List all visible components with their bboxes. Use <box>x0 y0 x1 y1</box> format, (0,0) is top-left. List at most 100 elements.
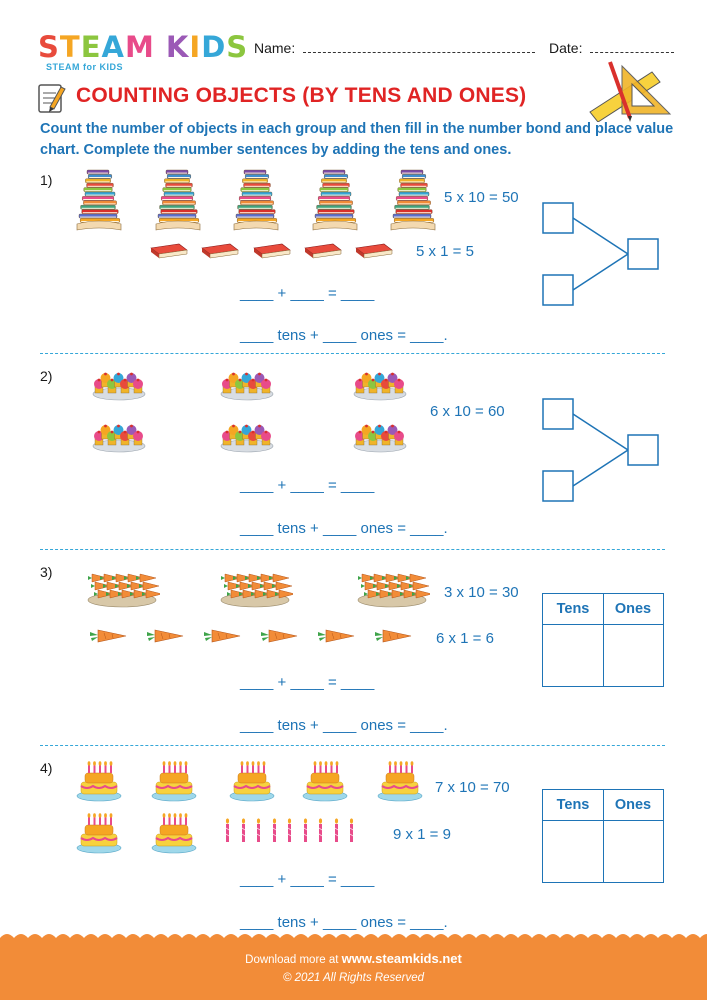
carrot-pile-icon <box>357 573 430 608</box>
book-icon <box>355 243 393 259</box>
birthday-cake-icon <box>377 761 423 802</box>
tens-equation: 3 x 10 = 30 <box>444 584 519 601</box>
book-stack-icon <box>155 169 201 231</box>
sum-line[interactable]: ____ + ____ = ____ <box>240 477 375 494</box>
birthday-cake-icon <box>229 761 275 802</box>
worksheet-title: COUNTING OBJECTS (BY TENS AND ONES) <box>76 84 527 107</box>
candle-icon <box>287 818 292 842</box>
logo-letter: K <box>165 30 190 64</box>
place-value-chart: Tens Ones <box>542 593 664 687</box>
book-icon <box>201 243 239 259</box>
instructions-text: Count the number of objects in each grou… <box>40 121 674 158</box>
ones-header: Ones <box>614 797 652 813</box>
footer-copyright: © 2021 All Rights Reserved <box>282 972 424 984</box>
name-field[interactable] <box>303 41 536 53</box>
book-icon <box>304 243 342 259</box>
footer-bar <box>0 940 707 1000</box>
logo-letter: M <box>124 30 155 64</box>
ones-equation: 5 x 1 = 5 <box>416 243 474 260</box>
candle-icon <box>334 818 338 842</box>
birthday-cake-icon <box>302 761 348 802</box>
logo-letter: A <box>101 30 125 64</box>
question-number: 4) <box>40 760 53 776</box>
logo-wordmark: STEAM KIDS <box>38 30 247 64</box>
carrot-icon <box>318 629 355 643</box>
candle-icon <box>303 818 307 842</box>
question-number: 3) <box>40 564 53 580</box>
sum-line[interactable]: ____ + ____ = ____ <box>240 871 375 888</box>
candle-icon <box>272 818 276 842</box>
steam-kids-logo: STEAM KIDS STEAM for KIDS <box>38 30 247 72</box>
book-icon <box>150 243 188 259</box>
question-number: 2) <box>40 368 53 384</box>
carrot-icon <box>375 629 412 643</box>
candle-icon <box>225 818 230 842</box>
sum-line[interactable]: ____ + ____ = ____ <box>240 674 375 691</box>
number-sentence[interactable]: ____ tens + ____ ones = ____. <box>240 520 448 537</box>
tens-equation: 6 x 10 = 60 <box>430 403 505 420</box>
cupcake-plate-icon <box>92 372 146 401</box>
bond-tens-box <box>542 202 574 234</box>
birthday-cake-icon <box>76 761 122 802</box>
name-label: Name: <box>254 40 296 56</box>
ones-equation: 6 x 1 = 6 <box>436 630 494 647</box>
place-value-chart: Tens Ones <box>542 789 664 883</box>
date-label: Date: <box>549 40 583 56</box>
carrot-pile-icon <box>87 573 160 608</box>
book-stack-icon <box>390 169 436 231</box>
logo-letter: E <box>80 30 102 64</box>
logo-letter: I <box>189 30 202 64</box>
number-bond <box>542 202 662 306</box>
carrot-pile-icon <box>220 573 293 608</box>
cupcake-plate-icon <box>353 372 407 401</box>
section-divider <box>40 745 665 746</box>
candle-icon <box>241 818 245 842</box>
name-date-row: Name: Date: <box>254 40 675 56</box>
carrot-icon <box>90 629 127 643</box>
section-divider <box>40 549 665 550</box>
cupcake-plate-icon <box>353 424 407 453</box>
book-stack-icon <box>312 169 358 231</box>
logo-letter: T <box>59 30 81 64</box>
tens-header: Tens <box>556 601 590 617</box>
ruler-triangle-icon <box>589 61 672 122</box>
footer-download-text: Download more at <box>245 954 342 966</box>
birthday-cake-icon <box>151 813 197 854</box>
book-icon <box>253 243 291 259</box>
bond-tens-box <box>542 398 574 430</box>
tens-header: Tens <box>556 797 590 813</box>
ones-header: Ones <box>614 601 652 617</box>
number-sentence[interactable]: ____ tens + ____ ones = ____. <box>240 327 448 344</box>
bond-whole-box <box>627 434 659 466</box>
number-bond <box>542 398 662 502</box>
bond-whole-box <box>627 238 659 270</box>
book-stack-icon <box>233 169 279 231</box>
birthday-cake-icon <box>151 761 197 802</box>
question-number: 1) <box>40 172 53 188</box>
ones-equation: 9 x 1 = 9 <box>393 826 451 843</box>
candle-icon <box>256 818 261 842</box>
carrot-icon <box>204 629 241 643</box>
cupcake-plate-icon <box>220 424 274 453</box>
carrot-icon <box>147 629 184 643</box>
cupcake-plate-icon <box>220 372 274 401</box>
candle-icon <box>349 818 354 842</box>
worksheet-pencil-icon <box>38 84 66 113</box>
logo-letter <box>155 32 166 62</box>
logo-letter: S <box>226 30 249 64</box>
tens-equation: 5 x 10 = 50 <box>444 189 519 206</box>
bond-ones-box <box>542 274 574 306</box>
candle-icon <box>318 818 323 842</box>
section-divider <box>40 353 665 354</box>
footer-download: Download more at www.steamkids.net <box>0 951 707 966</box>
bond-ones-box <box>542 470 574 502</box>
logo-letter: S <box>38 30 60 64</box>
sum-line[interactable]: ____ + ____ = ____ <box>240 285 375 302</box>
number-sentence[interactable]: ____ tens + ____ ones = ____. <box>240 717 448 734</box>
tens-equation: 7 x 10 = 70 <box>435 779 510 796</box>
number-sentence[interactable]: ____ tens + ____ ones = ____. <box>240 914 448 931</box>
date-field[interactable] <box>590 41 675 53</box>
cupcake-plate-icon <box>92 424 146 453</box>
carrot-icon <box>261 629 298 643</box>
footer-site-link[interactable]: www.steamkids.net <box>341 951 462 966</box>
